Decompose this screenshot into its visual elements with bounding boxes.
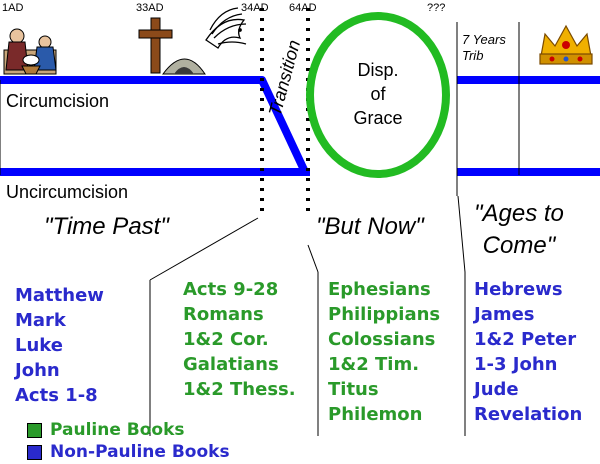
era-time-past: "Time Past" xyxy=(44,213,169,240)
dove-icon xyxy=(205,7,247,49)
book-entry: Philippians xyxy=(328,304,441,325)
year-label-64ad: 64AD xyxy=(289,2,317,14)
era-but-now: "But Now" xyxy=(316,213,424,240)
legend-item-non-pauline: Non-Pauline Books xyxy=(27,442,230,462)
legend-swatch-blue xyxy=(27,444,42,460)
grace-circle xyxy=(306,12,450,178)
book-entry: Galatians xyxy=(183,354,279,375)
book-entry: Ephesians xyxy=(328,279,431,300)
separator-ages-diag xyxy=(457,195,466,273)
book-entry: 1&2 Tim. xyxy=(328,354,420,375)
separator-time-past-diag xyxy=(149,217,259,281)
book-entry: Titus xyxy=(328,379,379,400)
book-entry: 1&2 Cor. xyxy=(183,329,269,350)
cross-tomb-icon xyxy=(138,17,206,75)
book-column-early-pauline: Acts 9-28 Romans 1&2 Cor. Galatians 1&2 … xyxy=(183,277,296,402)
book-column-gospels: Matthew Mark Luke John Acts 1-8 xyxy=(15,283,104,408)
legend-label-non-pauline: Non-Pauline Books xyxy=(50,442,230,462)
book-column-hebrew-epistles: Hebrews James 1&2 Peter 1-3 John Jude Re… xyxy=(474,277,582,427)
book-entry: James xyxy=(474,304,535,325)
book-entry: Revelation xyxy=(474,404,583,425)
nativity-icon xyxy=(3,28,57,75)
tribulation-label: 7 Years Trib xyxy=(462,32,506,63)
book-entry: Colossians xyxy=(328,329,436,350)
book-entry: Acts 9-28 xyxy=(183,279,279,300)
book-entry: 1&2 Thess. xyxy=(183,379,296,400)
book-entry: John xyxy=(15,360,60,381)
legend-swatch-green xyxy=(27,422,42,438)
circumcision-label: Circumcision xyxy=(6,91,110,111)
book-entry: Acts 1-8 xyxy=(15,385,98,406)
book-entry: Romans xyxy=(183,304,264,325)
legend: Pauline Books Non-Pauline Books xyxy=(27,420,230,462)
year-label-unknown: ??? xyxy=(427,2,446,14)
crown-icon xyxy=(539,24,593,65)
year-label-33ad: 33AD xyxy=(136,2,164,14)
book-entry: Luke xyxy=(15,335,63,356)
book-entry: Matthew xyxy=(15,285,104,306)
book-entry: Mark xyxy=(15,310,66,331)
book-entry: Jude xyxy=(474,379,519,400)
year-label-1ad: 1AD xyxy=(2,2,24,14)
legend-label-pauline: Pauline Books xyxy=(50,420,185,440)
uncircumcision-label: Uncircumcision xyxy=(6,182,129,202)
era-ages-to-come: "Ages to Come" xyxy=(474,200,564,259)
book-entry: Philemon xyxy=(328,404,423,425)
separator-but-now-diag xyxy=(307,244,319,273)
book-entry: Hebrews xyxy=(474,279,563,300)
year-label-34ad: 34AD xyxy=(241,2,269,14)
book-entry: 1-3 John xyxy=(474,354,558,375)
book-entry: 1&2 Peter xyxy=(474,329,577,350)
grace-circle-label: Disp. of Grace xyxy=(353,60,403,128)
legend-item-pauline: Pauline Books xyxy=(27,420,230,440)
book-column-prison-epistles: Ephesians Philippians Colossians 1&2 Tim… xyxy=(328,277,440,427)
